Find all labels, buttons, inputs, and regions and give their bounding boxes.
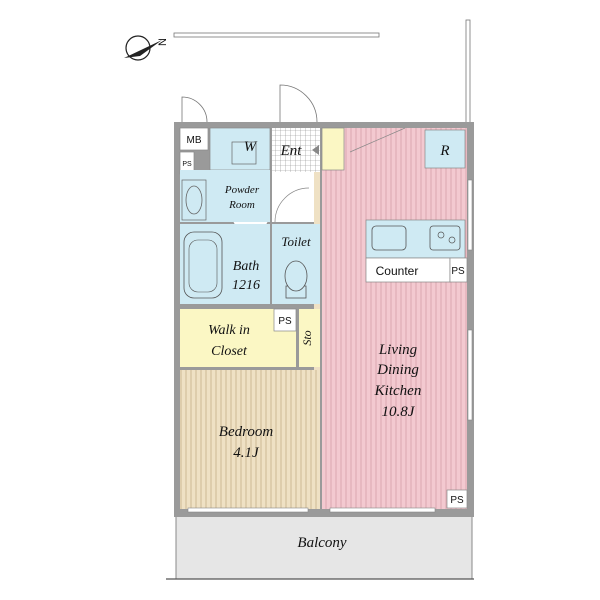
hallway bbox=[272, 172, 320, 222]
label-ps: PS bbox=[278, 316, 292, 327]
room-storage bbox=[299, 309, 320, 367]
sink-icon bbox=[371, 225, 407, 251]
refrigerator-area bbox=[424, 129, 466, 169]
bathtub-icon bbox=[183, 231, 223, 299]
compass: N bbox=[124, 35, 169, 61]
window bbox=[329, 507, 436, 513]
entry-arrow-icon bbox=[312, 145, 319, 155]
ps-box bbox=[449, 257, 468, 283]
label-bedroom-2: 4.1J bbox=[233, 445, 260, 461]
label-powder-room-2: Room bbox=[228, 199, 255, 211]
label-ps: PS bbox=[451, 266, 465, 277]
label-ps: PS bbox=[450, 495, 464, 506]
burner-icon bbox=[437, 231, 445, 239]
label-bath-2: 1216 bbox=[232, 278, 260, 293]
ps-box bbox=[446, 489, 468, 509]
window bbox=[467, 329, 473, 421]
window bbox=[187, 507, 309, 513]
door-swing-entrance bbox=[279, 84, 318, 123]
washer-icon bbox=[231, 141, 257, 165]
site-boundary-top bbox=[173, 32, 380, 38]
room-ldk bbox=[322, 128, 467, 509]
label-mb: MB bbox=[187, 135, 202, 146]
label-ldk-1: Living bbox=[378, 342, 418, 358]
ldk-door-swing bbox=[349, 127, 406, 153]
label-balcony: Balcony bbox=[297, 535, 346, 551]
label-bedroom-1: Bedroom bbox=[219, 424, 274, 440]
toilet-door-swing bbox=[274, 187, 310, 223]
bathtub-inner bbox=[188, 239, 218, 293]
label-ldk-2: Dining bbox=[376, 362, 419, 378]
ps-box bbox=[273, 308, 297, 332]
stove-icon bbox=[429, 225, 461, 251]
label-w: W bbox=[244, 139, 258, 155]
label-counter: Counter bbox=[376, 264, 419, 278]
label-ldk-4: 10.8J bbox=[382, 404, 416, 420]
balcony-area bbox=[175, 514, 473, 580]
mb-box bbox=[179, 127, 209, 151]
shoe-cabinet bbox=[321, 127, 345, 171]
north-arrow-icon bbox=[124, 40, 162, 58]
label-walk-in-closet-1: Walk in bbox=[208, 323, 250, 338]
counter-label-panel bbox=[365, 257, 451, 283]
label-bath-1: Bath bbox=[233, 259, 259, 274]
label-ps: PS bbox=[182, 161, 192, 168]
label-walk-in-closet-2: Closet bbox=[211, 344, 248, 359]
label-r: R bbox=[439, 143, 449, 159]
window bbox=[467, 179, 473, 251]
burner-icon bbox=[448, 236, 456, 244]
site-boundary-right bbox=[465, 19, 471, 129]
toilet-icon bbox=[284, 260, 308, 292]
door-swing-mb bbox=[181, 96, 208, 123]
room-bedroom bbox=[180, 370, 320, 509]
label-powder-room-1: Powder bbox=[224, 184, 260, 196]
label-sto: Sto bbox=[300, 330, 314, 345]
compass-north-label: N bbox=[157, 38, 169, 46]
label-toilet: Toilet bbox=[281, 234, 311, 249]
label-ldk-3: Kitchen bbox=[374, 383, 422, 399]
basin-icon bbox=[185, 185, 203, 215]
label-ent: Ent bbox=[280, 143, 303, 159]
